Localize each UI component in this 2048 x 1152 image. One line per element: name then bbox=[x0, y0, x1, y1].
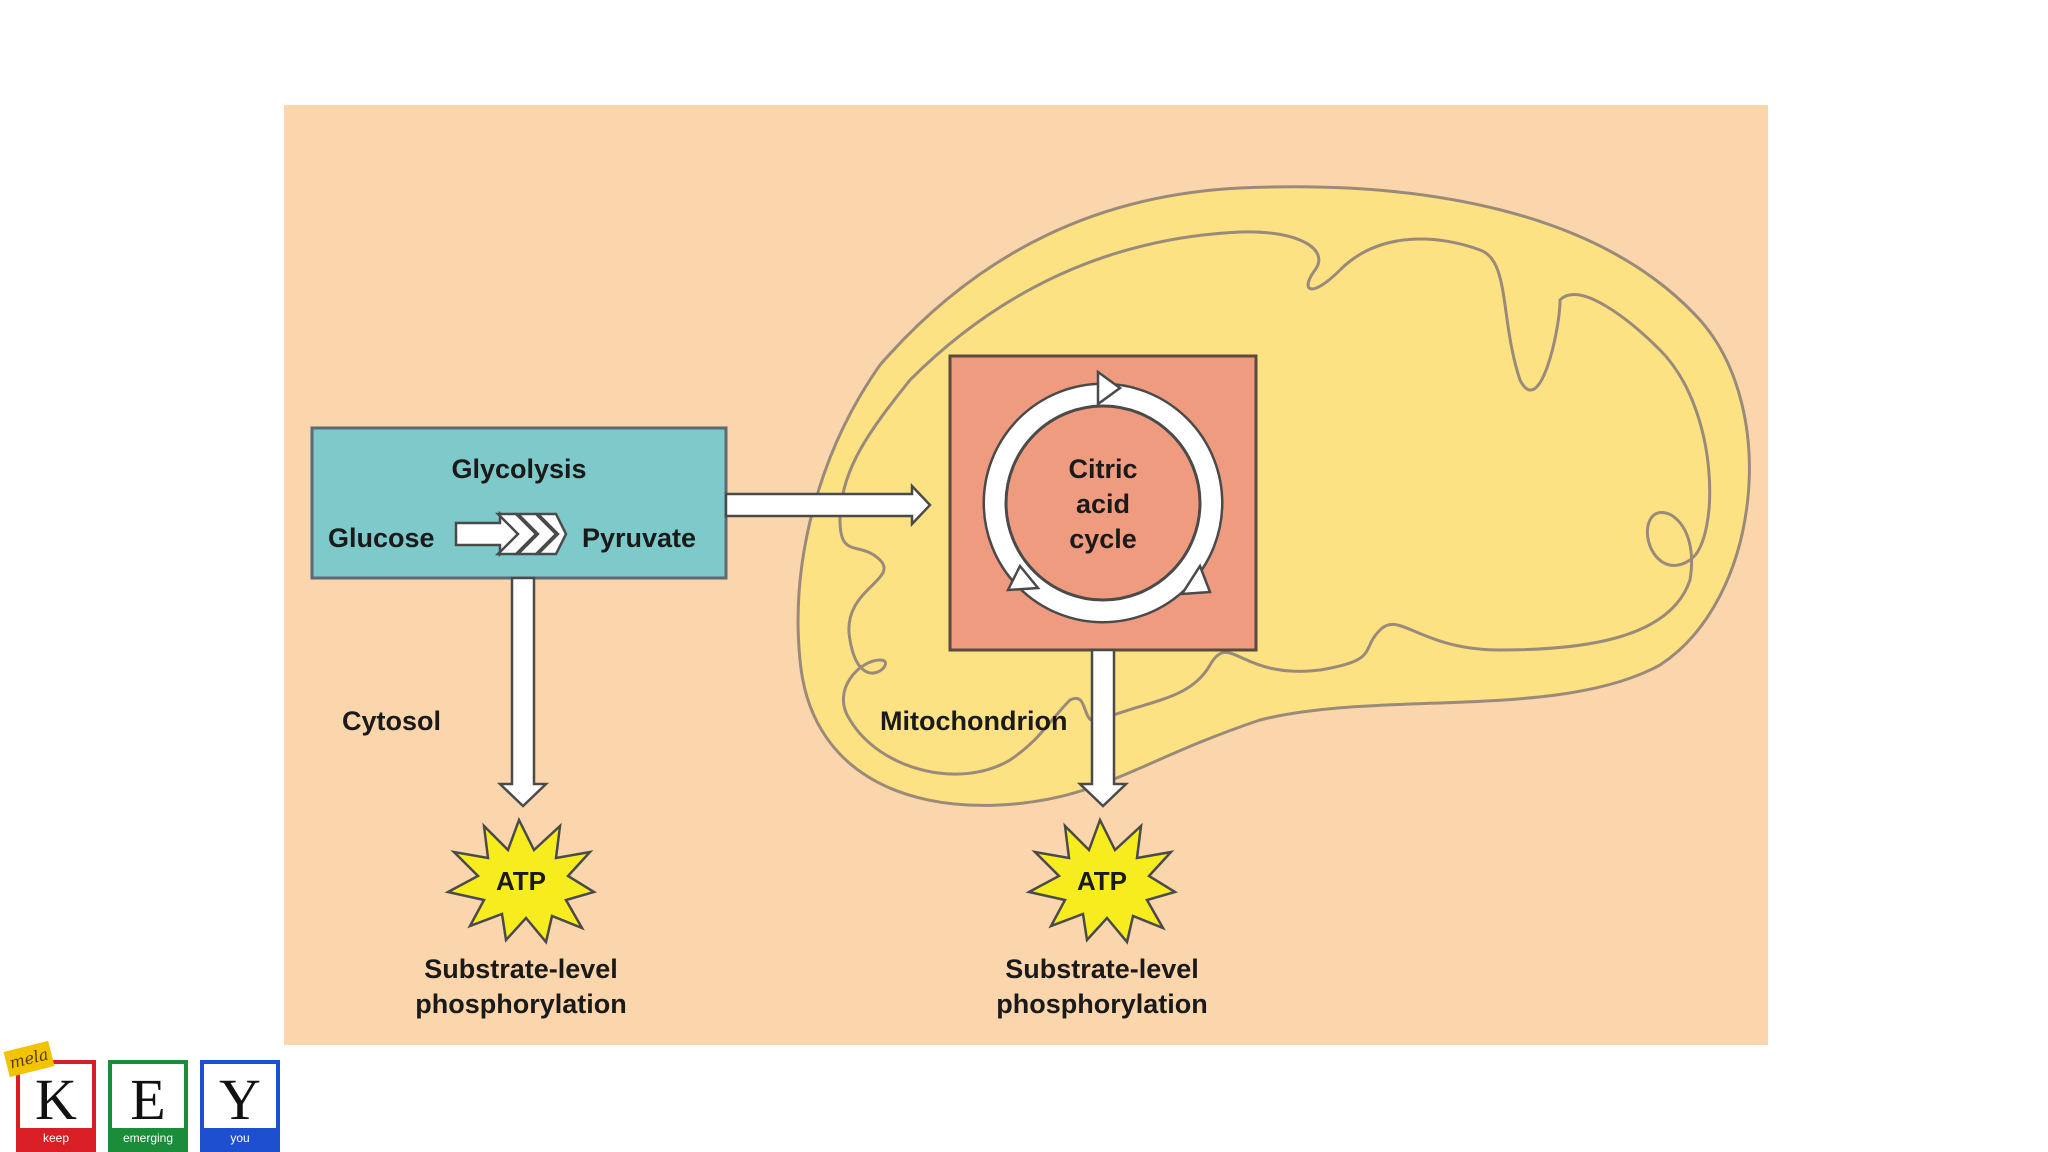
atp-right-caption-line1: Substrate-level bbox=[1005, 954, 1199, 984]
logo-k-word: keep bbox=[20, 1128, 92, 1148]
logo-k-tile: K keep bbox=[16, 1060, 96, 1152]
glycolysis-step-arrows bbox=[454, 510, 568, 558]
citric-cycle-arrowheads bbox=[1005, 369, 1212, 596]
logo-e-tile: E emerging bbox=[108, 1060, 188, 1152]
logo-e-letter: E bbox=[130, 1067, 166, 1132]
logo-k-letter: K bbox=[35, 1067, 77, 1132]
glycolysis-box bbox=[310, 426, 728, 580]
atp-label-right: ATP bbox=[1077, 866, 1127, 896]
citric-label-line3: cycle bbox=[1069, 524, 1137, 554]
atp-burst-right bbox=[1025, 816, 1179, 945]
atp-label-left: ATP bbox=[496, 866, 546, 896]
mitochondrion-label: Mitochondrion bbox=[880, 706, 1067, 736]
atp-left-caption-line2: phosphorylation bbox=[415, 989, 627, 1019]
atp-burst-left bbox=[444, 816, 598, 945]
glycolysis-title: Glycolysis bbox=[451, 454, 586, 484]
citric-to-atp-arrow bbox=[1076, 648, 1130, 808]
logo-y-tile: Y you bbox=[200, 1060, 280, 1152]
mitochondrion-inner-membrane bbox=[838, 230, 1712, 776]
citric-label-line1: Citric bbox=[1068, 454, 1137, 484]
glucose-label: Glucose bbox=[328, 523, 435, 553]
glycolysis-to-atp-arrow bbox=[496, 576, 550, 808]
atp-left-caption-line1: Substrate-level bbox=[424, 954, 618, 984]
logo-y-word: you bbox=[204, 1128, 276, 1148]
logo-e-word: emerging bbox=[112, 1128, 184, 1148]
citric-cycle-ring-inner bbox=[1004, 404, 1202, 602]
atp-right-caption-line2: phosphorylation bbox=[996, 989, 1208, 1019]
cytosol-label: Cytosol bbox=[342, 706, 441, 736]
pyruvate-label: Pyruvate bbox=[582, 523, 696, 553]
logo-y-letter: Y bbox=[219, 1067, 261, 1132]
citric-label-line2: acid bbox=[1076, 489, 1130, 519]
pyruvate-to-mitochondrion-arrow bbox=[724, 482, 932, 528]
